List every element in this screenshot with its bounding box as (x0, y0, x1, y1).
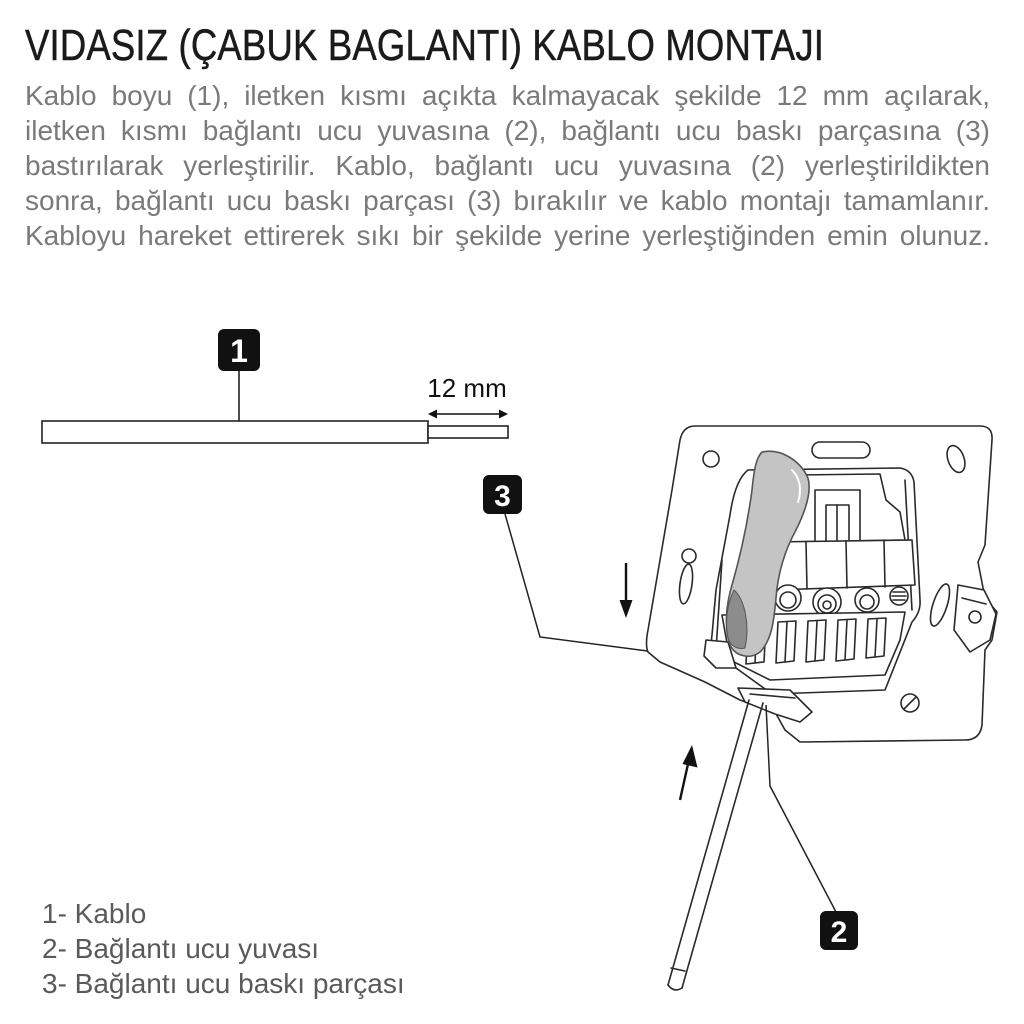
mounting-slot (929, 583, 951, 627)
inserted-cable (667, 699, 764, 991)
terminal-divider (845, 540, 848, 589)
body-edge (715, 559, 723, 651)
connector-edge (749, 693, 796, 699)
mounting-slot (946, 444, 966, 474)
instruction-line-3: bastırılarak yerleştirilir. Kablo, bağla… (25, 150, 990, 181)
instruction-paragraph: Kablo boyu (1), iletken kısmı açıkta kal… (25, 78, 990, 253)
callout-2-number: 2 (831, 916, 848, 949)
callout-2-leader-line (765, 704, 837, 913)
terminal-divider (883, 539, 886, 588)
push-down-arrow (619, 563, 633, 618)
cable-conductor (427, 425, 509, 439)
instruction-line-5: Kabloyu hareket ettirerek sıkı bir şekil… (25, 220, 990, 251)
callout-1-badge: 1 (218, 329, 260, 371)
stripped-cable (41, 420, 509, 444)
connection-terminal (775, 620, 797, 664)
keyhole-slot (678, 548, 697, 605)
instruction-line-2: iletken kısmı bağlantı ucu yuvasına (2),… (25, 115, 990, 146)
legend-item-terminal-slot: 2- Bağlantı ucu yuvası (42, 933, 320, 964)
page-title: VIDASIZ (ÇABUK BAGLANTI) KABLO MONTAJI (25, 21, 825, 70)
callout-2-badge: 2 (820, 911, 858, 950)
spring-contact (889, 586, 909, 606)
terminal-block (769, 539, 916, 591)
terminal-screw (774, 584, 802, 612)
mounting-claw (953, 584, 997, 653)
terminal-press-piece (703, 639, 737, 669)
press-finger-shadow (726, 589, 748, 649)
strip-length-label: 12 mm (427, 373, 506, 403)
callout-3-badge: 3 (483, 475, 522, 514)
cable-entry-connector (737, 687, 813, 723)
plate-screw (900, 693, 920, 713)
callout-3-number: 3 (494, 480, 511, 513)
cable-insulation (41, 420, 429, 444)
connection-terminal (805, 619, 827, 663)
instruction-line-4: sonra, bağlantı ucu baskı parçası (3) bı… (25, 185, 990, 216)
legend-item-cable: 1- Kablo (42, 898, 147, 929)
press-finger-highlight (791, 469, 801, 503)
callout-1-number: 1 (230, 333, 248, 369)
connection-terminal (835, 618, 857, 662)
terminal-divider (805, 541, 808, 590)
mounting-slot (811, 441, 871, 459)
socket-mechanism (645, 425, 998, 743)
legend-item-terminal-press-piece: 3- Bağlantı ucu baskı parçası (42, 968, 405, 999)
parts-legend: 1- Kablo 2- Bağlantı ucu yuvası 3- Bağla… (42, 896, 405, 1001)
insert-up-arrow (678, 745, 698, 801)
connection-terminal (865, 617, 887, 659)
terminal-screw (854, 587, 880, 613)
strip-length-dimension-arrow (428, 409, 508, 419)
mounting-hole (702, 450, 720, 468)
press-finger (725, 450, 810, 657)
instruction-line-1: Kablo boyu (1), iletken kısmı açıkta kal… (25, 80, 990, 111)
terminal-screw (812, 587, 842, 617)
